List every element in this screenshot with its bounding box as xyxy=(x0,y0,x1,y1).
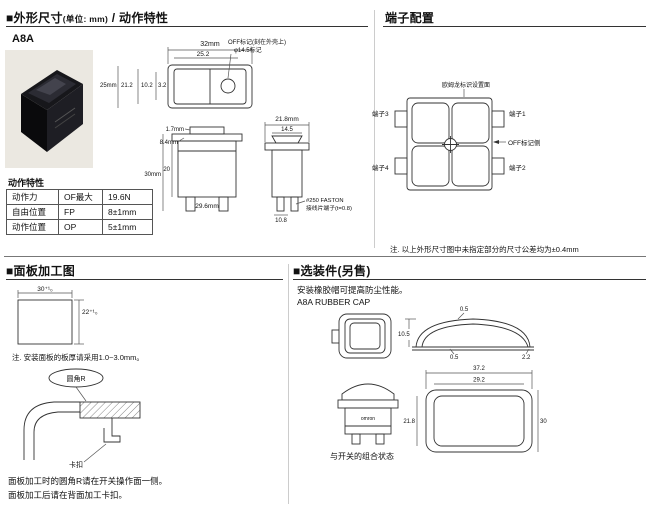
profile-edge-dim: 2.2 xyxy=(522,355,531,361)
table-row: 动作位置 OP 5±1mm xyxy=(6,219,153,235)
front-view-drawing: 1.7mm 8.4mm 20 30mm 29.6mm xyxy=(144,126,243,212)
option-product-name: A8A RUBBER CAP xyxy=(297,297,371,307)
corner-r-label: 圆角R xyxy=(66,374,85,383)
terminal-diagram: 欧姆龙标识设置面 端子3 端子4 端子1 端子2 OFF标记侧 xyxy=(372,81,541,191)
terminal-3-label: 端子3 xyxy=(372,109,389,118)
side-view-drawing: 21.8mm 14.5 10.8 #250 FASTON 接线片端子(t=0.8… xyxy=(264,116,352,224)
op-symbol: OF最大 xyxy=(58,189,103,205)
panel-title-text: ■面板加工图 xyxy=(6,264,76,278)
dim-height-1: 25mm xyxy=(100,83,117,89)
dim-height-4: 3.2 xyxy=(158,83,167,89)
catch-label: 卡扣 xyxy=(69,460,83,469)
off-mark-annotation: OFF标记(刻在外壳上) xyxy=(228,38,286,46)
profile-top-thickness-dim: 0.5 xyxy=(460,307,469,313)
cap-height-outer-dim: 30 xyxy=(540,419,547,425)
dim-width-inner: 25.2 xyxy=(197,51,210,58)
dim-side-width: 21.8mm xyxy=(275,116,298,123)
op-value: 5±1mm xyxy=(102,219,153,235)
tolerance-note: 注. 以上外形尺寸图中未指定部分的尺寸公差均为±0.4mm xyxy=(390,245,579,254)
dim-bezel: 8.4mm xyxy=(160,140,178,146)
off-mark-side-annotation: OFF标记侧 xyxy=(508,138,541,147)
terminal-4-label: 端子4 xyxy=(372,163,389,172)
panel-cutout-drawing: 30⁺¹₀ 22⁺¹₀ xyxy=(17,286,98,345)
faston-annotation-line2: 接线片端子(t=0.8) xyxy=(306,204,352,212)
switch-photo xyxy=(5,50,93,168)
table-row: 自由位置 FP 8±1mm xyxy=(6,204,153,220)
op-symbol: FP xyxy=(58,204,103,220)
switch-with-cap-drawing: omron xyxy=(337,383,399,445)
section-title-panel: ■面板加工图 xyxy=(6,262,75,279)
op-table-caption: 动作特性 xyxy=(8,178,45,188)
options-title-text: ■选装件(另售) xyxy=(293,264,371,278)
cap-height-inner-dim: 21.8 xyxy=(403,419,415,425)
dims-title-text: ■外形尺寸 xyxy=(6,11,63,25)
cutout-height-dim: 22⁺¹₀ xyxy=(82,309,98,316)
corner-detail-drawing: 圆角R 卡扣 xyxy=(23,368,141,469)
op-name: 动作力 xyxy=(6,189,59,205)
dim-height-2: 21.2 xyxy=(121,83,133,89)
panel-section-hatch xyxy=(79,401,141,419)
faston-annotation-line1: #250 FASTON xyxy=(306,198,344,204)
model-label: A8A xyxy=(12,33,35,45)
phi-mark-annotation: φ14.5标记 xyxy=(234,46,262,54)
rubber-cap-front-view xyxy=(331,313,392,359)
terminal-tab xyxy=(394,157,408,175)
terminal-2-label: 端子2 xyxy=(509,163,526,172)
op-name: 自由位置 xyxy=(6,204,59,220)
bottom-column-divider xyxy=(288,264,289,504)
mid-divider xyxy=(4,256,646,257)
dims-title-unit: (单位: mm) xyxy=(62,14,109,24)
profile-bottom-thickness-dim: 0.5 xyxy=(450,355,459,361)
dims-title-suffix: / 动作特性 xyxy=(108,11,169,25)
dim-width-outer: 32mm xyxy=(200,41,220,48)
top-column-divider xyxy=(374,10,375,248)
omron-face-annotation: 欧姆龙标识设置面 xyxy=(442,81,490,89)
top-view-drawing: 32mm 25.2 25mm 21.2 10.2 3.2 OFF标记(刻在外壳上… xyxy=(100,38,286,109)
panel-title-underline xyxy=(6,279,283,280)
cutout-width-dim: 30⁺¹₀ xyxy=(37,286,53,293)
section-title-options: ■选装件(另售) xyxy=(293,262,371,279)
dim-total-height: 30mm xyxy=(144,172,161,178)
dim-body-width: 29.6mm xyxy=(195,203,218,210)
terminal-1-label: 端子1 xyxy=(509,109,526,118)
panel-note-line1: 面板加工时的圆角R请在开关操作面一侧。 xyxy=(8,476,168,486)
panel-thickness-note: 注. 安装面板的板厚请采用1.0~3.0mm。 xyxy=(12,353,144,362)
snap-hook xyxy=(103,418,121,443)
cap-top-view-drawing: 37.2 29.2 21.8 30 xyxy=(403,366,547,453)
terminals-title-underline xyxy=(383,26,646,27)
terminals-title-text: 端子配置 xyxy=(385,11,435,25)
op-symbol: OP xyxy=(58,219,103,235)
option-description: 安装橡胶帽可提高防尘性能。 xyxy=(297,285,408,295)
left-arrow-icon xyxy=(493,140,499,144)
dim-side-width2: 14.5 xyxy=(281,127,293,133)
table-row: 动作力 OF最大 19.6N xyxy=(6,189,153,205)
dim-protrusion: 1.7mm xyxy=(166,127,184,133)
dims-title-underline xyxy=(6,26,368,27)
section-title-dimensions: ■外形尺寸(单位: mm) / 动作特性 xyxy=(6,9,168,26)
dim-terminal-pitch: 10.8 xyxy=(275,218,287,224)
cap-width-outer-dim: 37.2 xyxy=(473,366,485,372)
terminal-tab xyxy=(491,157,505,175)
terminal-tab xyxy=(394,110,408,128)
operating-characteristics-table: 动作力 OF最大 19.6N 自由位置 FP 8±1mm 动作位置 OP 5±1… xyxy=(6,189,153,235)
section-title-terminals: 端子配置 xyxy=(385,9,434,26)
outline-drawings: 32mm 25.2 25mm 21.2 10.2 3.2 OFF标记(刻在外壳上… xyxy=(100,38,352,224)
op-value: 8±1mm xyxy=(102,204,153,220)
dim-body-depth: 20 xyxy=(163,167,170,173)
rubber-cap-profile-view: 10.5 0.5 0.5 2.2 xyxy=(398,307,534,361)
terminal-tab xyxy=(491,110,505,128)
options-title-underline xyxy=(293,279,646,280)
panel-note-line2: 面板加工后请在背面加工卡扣。 xyxy=(8,490,128,500)
profile-height-dim: 10.5 xyxy=(398,332,410,338)
op-value: 19.6N xyxy=(102,189,153,205)
op-name: 动作位置 xyxy=(6,219,59,235)
dim-height-3: 10.2 xyxy=(141,83,153,89)
cap-width-inner-dim: 29.2 xyxy=(473,378,485,384)
combined-state-caption: 与开关的组合状态 xyxy=(330,452,394,461)
brand-mark: omron xyxy=(361,416,375,422)
